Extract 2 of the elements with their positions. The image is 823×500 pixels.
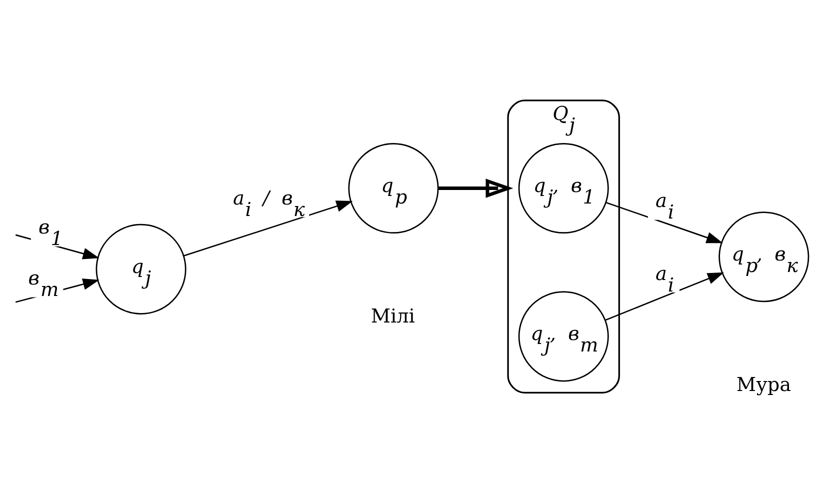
label: Мілі: [370, 304, 415, 328]
label: Мура: [736, 372, 792, 396]
